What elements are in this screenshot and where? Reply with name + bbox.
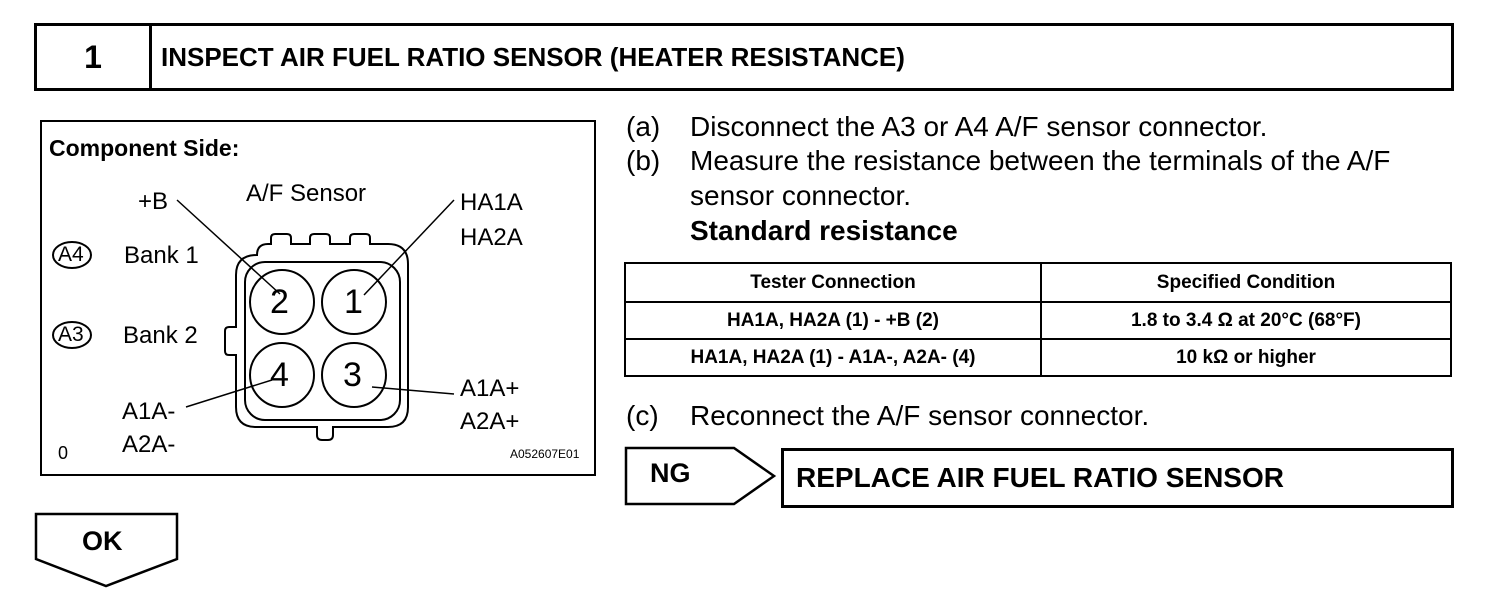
leader-ha1a [363,199,455,296]
ng-action-box: REPLACE AIR FUEL RATIO SENSOR [781,448,1454,508]
step-b-text-line1: Measure the resistance between the termi… [690,145,1391,176]
a1a-minus-label: A1A- [122,398,176,425]
bank2-code-oval [52,321,92,349]
corner-mark: 0 [58,443,69,463]
leader-a1a-minus [185,379,273,408]
bank1-label: Bank 1 [124,242,199,269]
procedure-step-c: (c) Reconnect the A/F sensor connector. [626,399,1456,435]
table-header-row: Tester Connection Specified Condition [624,262,1452,303]
step-a-text: Disconnect the A3 or A4 A/F sensor conne… [690,111,1268,142]
step-header: 1 INSPECT AIR FUEL RATIO SENSOR (HEATER … [34,23,1454,91]
table-cell: 1.8 to 3.4 Ω at 20°C (68°F) [1040,301,1452,340]
ok-label: OK [82,526,123,556]
ok-arrow: OK [34,512,180,588]
step-number: 1 [37,26,152,88]
ng-arrow-shape [624,446,777,506]
ok-arrow-shape [34,512,179,588]
connector-drawing [52,199,455,441]
table-row: HA1A, HA2A (1) - +B (2) 1.8 to 3.4 Ω at … [624,301,1452,340]
terminal-2-number: 2 [270,283,289,321]
a2a-plus-label: A2A+ [460,408,520,435]
terminal-1-number: 1 [344,283,363,321]
table-header-cell: Specified Condition [1040,262,1452,303]
plus-b-label: +B [138,188,169,215]
bank2-label: Bank 2 [123,322,198,349]
step-c-label: (c) [626,400,659,431]
connector-inner-outline [244,261,401,421]
ha2a-label: HA2A [460,224,523,251]
step-title: INSPECT AIR FUEL RATIO SENSOR (HEATER RE… [161,41,905,72]
bank2-code: A3 [58,323,84,346]
ha1a-label: HA1A [460,189,523,216]
a1a-plus-label: A1A+ [460,375,520,402]
terminal-3-circle [321,342,387,408]
sensor-label: A/F Sensor [246,180,367,207]
terminal-1-circle [321,269,387,335]
step-a-label: (a) [626,111,661,142]
terminal-4-circle [249,342,315,408]
connector-diagram: Component Side: A/F Sensor +B HA1A HA2A … [40,120,596,476]
terminal-4-number: 4 [270,356,289,394]
bank1-code: A4 [58,243,84,266]
table-header-cell: Tester Connection [624,262,1042,303]
resistance-table: Tester Connection Specified Condition HA… [624,262,1452,377]
table-row: HA1A, HA2A (1) - A1A-, A2A- (4) 10 kΩ or… [624,338,1452,377]
terminal-2-circle [249,269,315,335]
leader-a1a-plus [371,386,455,395]
table-cell: 10 kΩ or higher [1040,338,1452,377]
step-b-label: (b) [626,145,661,176]
connector-outline [224,233,409,441]
table-cell: HA1A, HA2A (1) - +B (2) [624,301,1042,340]
leader-plus-b [176,199,281,295]
procedure-steps-ab: (a) Disconnect the A3 or A4 A/F sensor c… [626,110,1456,250]
a2a-minus-label: A2A- [122,431,176,458]
terminal-3-number: 3 [343,356,362,394]
ng-arrow: NG [624,446,778,508]
table-cell: HA1A, HA2A (1) - A1A-, A2A- (4) [624,338,1042,377]
step-b-text-line2: sensor connector. [690,180,912,211]
ng-action-text: REPLACE AIR FUEL RATIO SENSOR [796,462,1284,493]
standard-resistance-heading: Standard resistance [690,215,958,246]
step-c-text: Reconnect the A/F sensor connector. [690,400,1150,431]
figure-id: A052607E01 [510,447,580,461]
bank1-code-oval [52,241,92,269]
ng-label: NG [650,458,691,488]
component-side-label: Component Side: [49,135,240,161]
